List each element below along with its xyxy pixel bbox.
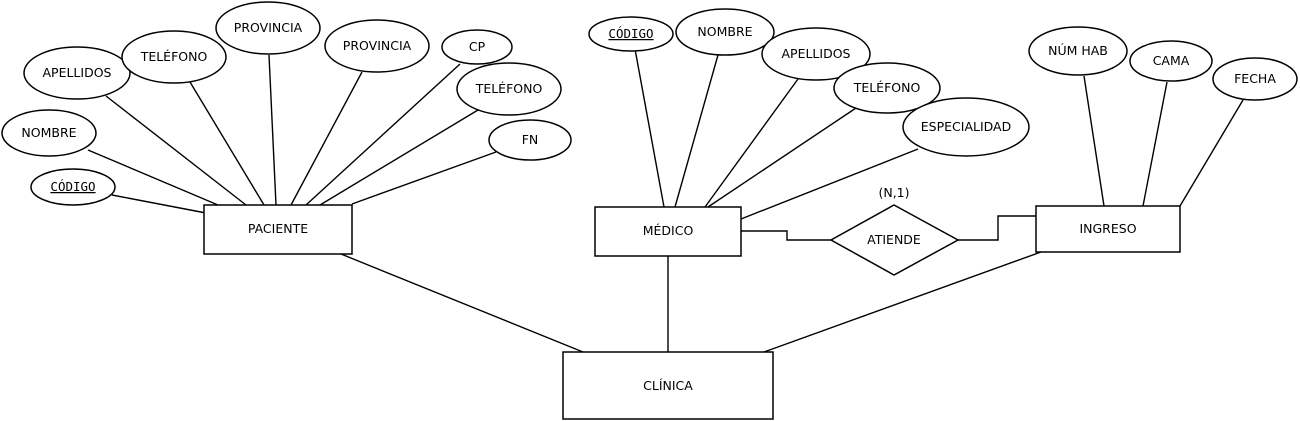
- connector-lines: [87, 48, 1244, 353]
- attribute-label: APELLIDOS: [42, 65, 111, 80]
- edge-paciente-telefono-1: [189, 81, 265, 206]
- edge-medico-telefono: [707, 107, 857, 208]
- edge-paciente-codigo: [111, 194, 207, 214]
- attribute-paciente-telefono-1: TELÉFONO: [121, 30, 227, 84]
- attribute-label: CÓDIGO: [608, 26, 653, 41]
- entity-medico: MÉDICO: [594, 206, 742, 257]
- edge-paciente-clinica: [340, 253, 584, 353]
- attribute-ingreso-cama: CAMA: [1129, 40, 1213, 82]
- attribute-label: NOMBRE: [21, 125, 76, 140]
- attribute-label: CAMA: [1153, 53, 1190, 68]
- attribute-label: NÚM HAB: [1048, 43, 1108, 58]
- edge-medico-atiende: [741, 230, 831, 241]
- attribute-label: FN: [522, 132, 539, 147]
- relationship-label: ATIENDE: [867, 232, 921, 247]
- attribute-medico-codigo: CÓDIGO: [588, 16, 674, 52]
- entity-ingreso: INGRESO: [1035, 205, 1181, 253]
- attribute-paciente-cp: CP: [441, 29, 513, 65]
- cardinality-label: (N,1): [878, 185, 909, 200]
- edge-medico-nombre: [674, 54, 719, 208]
- entity-label: PACIENTE: [248, 221, 308, 236]
- entity-label: MÉDICO: [643, 223, 694, 238]
- attribute-label: TELÉFONO: [475, 81, 543, 96]
- edge-paciente-nombre: [87, 149, 219, 206]
- edge-atiende-ingreso: [958, 215, 1036, 241]
- attribute-label: PROVINCIA: [343, 38, 412, 53]
- edge-medico-apellidos: [704, 78, 799, 208]
- attribute-label: NOMBRE: [697, 24, 752, 39]
- attribute-label: APELLIDOS: [781, 46, 850, 61]
- edge-medico-especialidad: [740, 148, 919, 220]
- edge-paciente-provincia-1: [268, 54, 277, 206]
- attribute-paciente-fn: FN: [488, 119, 572, 161]
- edge-paciente-apellidos: [105, 95, 247, 206]
- attribute-label: ESPECIALIDAD: [921, 119, 1011, 134]
- attribute-paciente-nombre: NOMBRE: [1, 109, 97, 157]
- attribute-paciente-provincia-2: PROVINCIA: [324, 19, 430, 73]
- edge-paciente-telefono-2: [319, 109, 479, 206]
- relationship-atiende: ATIENDE: [829, 204, 960, 276]
- edge-medico-codigo: [634, 48, 665, 208]
- entity-paciente: PACIENTE: [203, 204, 353, 255]
- attribute-paciente-provincia-1: PROVINCIA: [215, 1, 321, 55]
- attribute-label: TELÉFONO: [140, 49, 208, 64]
- attribute-ingreso-num-hab: NÚM HAB: [1028, 26, 1128, 76]
- edge-ingreso-fecha: [1179, 99, 1244, 207]
- edge-ingreso-clinica: [763, 251, 1042, 353]
- attribute-paciente-apellidos: APELLIDOS: [23, 46, 131, 100]
- attribute-medico-especialidad: ESPECIALIDAD: [902, 97, 1030, 157]
- attribute-label: FECHA: [1234, 71, 1276, 86]
- attribute-medico-telefono: TELÉFONO: [833, 62, 941, 114]
- attribute-ingreso-fecha: FECHA: [1212, 57, 1298, 101]
- attribute-medico-apellidos: APELLIDOS: [761, 27, 871, 81]
- attribute-label: CP: [469, 39, 486, 54]
- edge-ingreso-num-hab: [1083, 75, 1105, 207]
- edge-paciente-provincia-2: [290, 71, 363, 206]
- edge-paciente-cp: [305, 63, 461, 206]
- attribute-paciente-telefono-2: TELÉFONO: [456, 62, 562, 116]
- edge-paciente-fn: [351, 151, 497, 205]
- attribute-paciente-codigo: CÓDIGO: [30, 168, 116, 206]
- entity-clinica: CLÍNICA: [562, 351, 774, 420]
- attribute-label: TELÉFONO: [853, 80, 921, 95]
- attribute-label: PROVINCIA: [234, 20, 303, 35]
- edge-ingreso-cama: [1142, 81, 1168, 207]
- attribute-medico-nombre: NOMBRE: [675, 8, 775, 56]
- entity-label: INGRESO: [1079, 221, 1136, 236]
- entity-label: CLÍNICA: [643, 378, 693, 393]
- attribute-label: CÓDIGO: [50, 179, 95, 194]
